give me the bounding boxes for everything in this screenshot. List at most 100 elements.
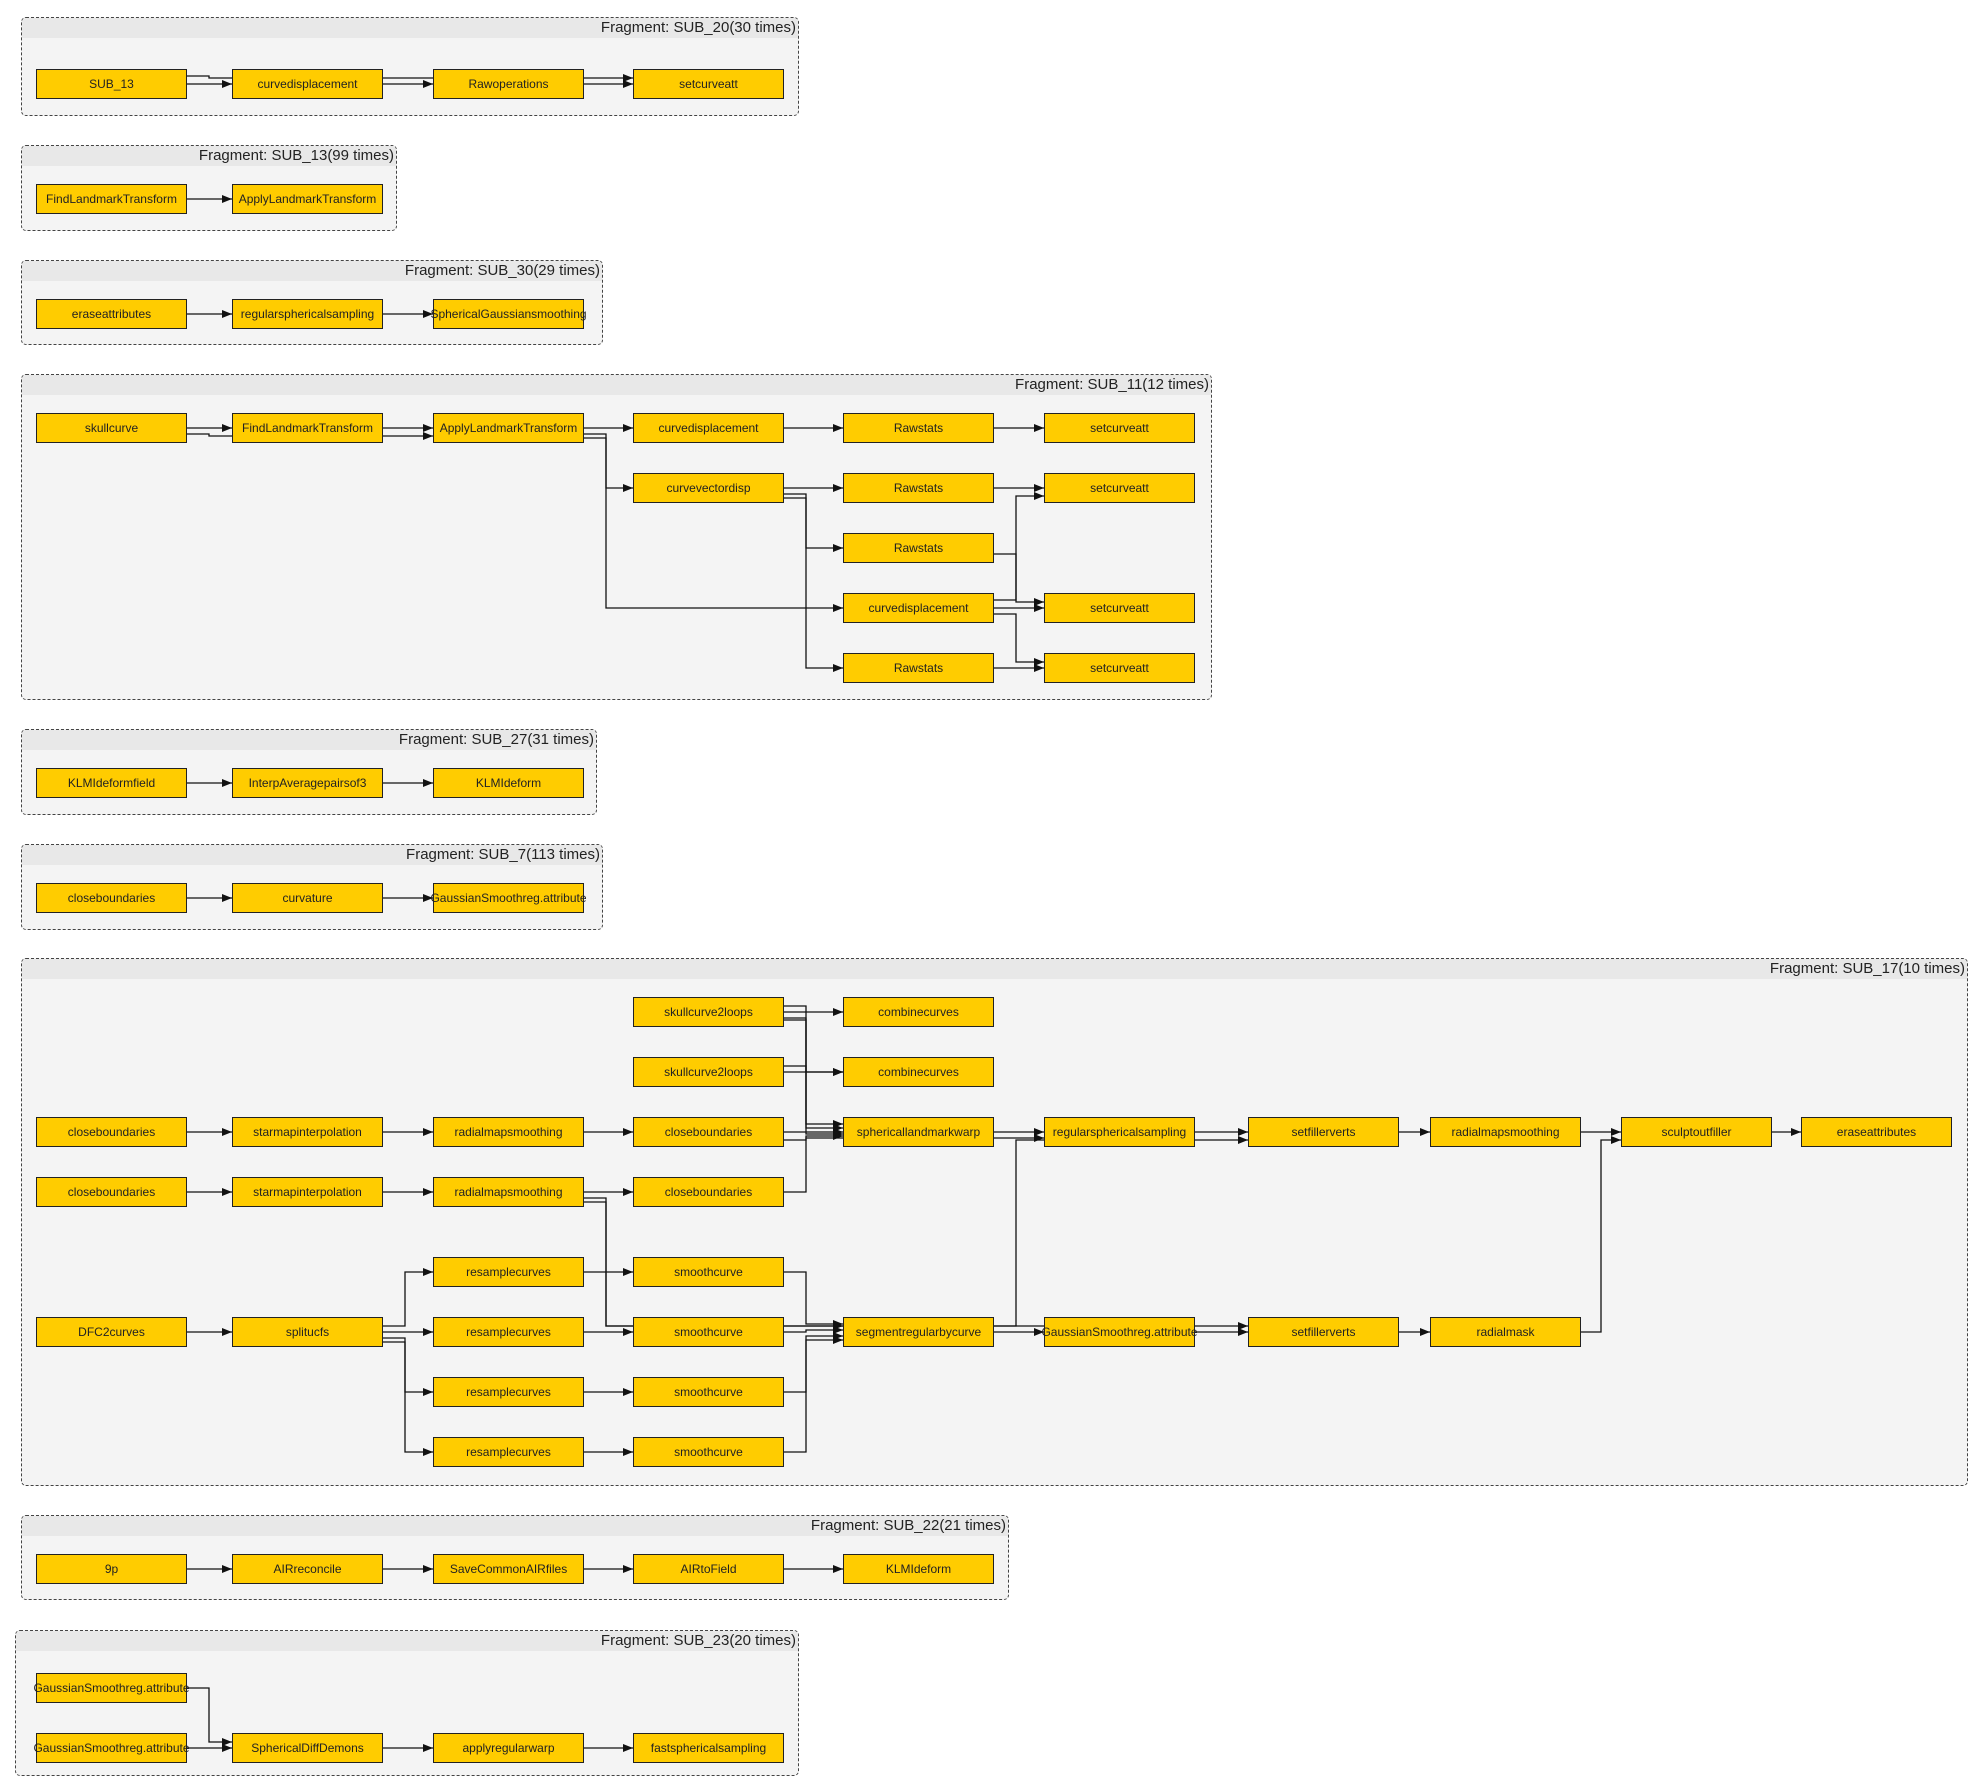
- workflow-node[interactable]: curvedisplacement: [232, 69, 383, 99]
- workflow-node[interactable]: skullcurve2loops: [633, 997, 784, 1027]
- workflow-node[interactable]: eraseattributes: [36, 299, 187, 329]
- node-label: smoothcurve: [674, 1265, 743, 1279]
- workflow-node[interactable]: KLMIdeformfield: [36, 768, 187, 798]
- workflow-node[interactable]: FindLandmarkTransform: [36, 184, 187, 214]
- workflow-node[interactable]: closeboundaries: [633, 1117, 784, 1147]
- fragment-header: [22, 845, 602, 865]
- node-label: skullcurve: [84, 421, 139, 435]
- workflow-node[interactable]: setfillerverts: [1248, 1317, 1399, 1347]
- node-label: SaveCommonAIRfiles: [449, 1562, 568, 1576]
- workflow-node[interactable]: SaveCommonAIRfiles: [433, 1554, 584, 1584]
- workflow-node[interactable]: Rawoperations: [433, 69, 584, 99]
- workflow-node[interactable]: 9p: [36, 1554, 187, 1584]
- node-label: KLMIdeformfield: [67, 776, 156, 790]
- node-label: starmapinterpolation: [253, 1125, 362, 1139]
- node-label: closeboundaries: [67, 1185, 156, 1199]
- node-label: setcurveatt: [1090, 481, 1149, 495]
- workflow-node[interactable]: skullcurve: [36, 413, 187, 443]
- fragment-sub-11: Fragment: SUB_11(12 times): [21, 374, 1212, 700]
- workflow-node[interactable]: DFC2curves: [36, 1317, 187, 1347]
- workflow-node[interactable]: fastsphericalsampling: [633, 1733, 784, 1763]
- workflow-node[interactable]: curvedisplacement: [843, 593, 994, 623]
- workflow-node[interactable]: closeboundaries: [36, 883, 187, 913]
- node-label: resamplecurves: [466, 1385, 551, 1399]
- workflow-node[interactable]: sculptoutfiller: [1621, 1117, 1772, 1147]
- workflow-node[interactable]: radialmapsmoothing: [433, 1117, 584, 1147]
- workflow-node[interactable]: setcurveatt: [1044, 593, 1195, 623]
- workflow-node[interactable]: starmapinterpolation: [232, 1117, 383, 1147]
- workflow-node[interactable]: radialmapsmoothing: [1430, 1117, 1581, 1147]
- node-label: AIRtoField: [680, 1562, 737, 1576]
- workflow-node[interactable]: setcurveatt: [1044, 653, 1195, 683]
- workflow-node[interactable]: resamplecurves: [433, 1257, 584, 1287]
- node-label: applyregularwarp: [462, 1741, 555, 1755]
- workflow-node[interactable]: radialmask: [1430, 1317, 1581, 1347]
- workflow-node[interactable]: segmentregularbycurve: [843, 1317, 994, 1347]
- workflow-node[interactable]: AIRreconcile: [232, 1554, 383, 1584]
- workflow-node[interactable]: closeboundaries: [633, 1177, 784, 1207]
- workflow-node[interactable]: curvevectordisp: [633, 473, 784, 503]
- workflow-node[interactable]: AIRtoField: [633, 1554, 784, 1584]
- node-label: curvature: [282, 891, 333, 905]
- workflow-node[interactable]: resamplecurves: [433, 1317, 584, 1347]
- workflow-node[interactable]: setcurveatt: [633, 69, 784, 99]
- node-label: AIRreconcile: [273, 1562, 342, 1576]
- node-label: closeboundaries: [67, 1125, 156, 1139]
- workflow-node[interactable]: radialmapsmoothing: [433, 1177, 584, 1207]
- workflow-node[interactable]: ApplyLandmarkTransform: [433, 413, 584, 443]
- workflow-node[interactable]: sphericallandmarkwarp: [843, 1117, 994, 1147]
- workflow-node[interactable]: InterpAveragepairsof3: [232, 768, 383, 798]
- workflow-node[interactable]: Rawstats: [843, 413, 994, 443]
- workflow-node[interactable]: SUB_13: [36, 69, 187, 99]
- node-label: skullcurve2loops: [664, 1005, 753, 1019]
- workflow-node[interactable]: resamplecurves: [433, 1437, 584, 1467]
- fragment-header: [22, 959, 1967, 979]
- workflow-node[interactable]: smoothcurve: [633, 1317, 784, 1347]
- workflow-node[interactable]: smoothcurve: [633, 1437, 784, 1467]
- workflow-node[interactable]: eraseattributes: [1801, 1117, 1952, 1147]
- node-label: smoothcurve: [674, 1325, 743, 1339]
- node-label: setcurveatt: [1090, 421, 1149, 435]
- workflow-node[interactable]: starmapinterpolation: [232, 1177, 383, 1207]
- node-label: 9p: [104, 1562, 119, 1576]
- workflow-node[interactable]: curvedisplacement: [633, 413, 784, 443]
- workflow-node[interactable]: SphericalDiffDemons: [232, 1733, 383, 1763]
- workflow-node[interactable]: Rawstats: [843, 473, 994, 503]
- workflow-node[interactable]: GaussianSmoothreg.attribute: [1041, 1317, 1198, 1347]
- workflow-node[interactable]: FindLandmarkTransform: [232, 413, 383, 443]
- workflow-node[interactable]: splitucfs: [232, 1317, 383, 1347]
- node-label: radialmapsmoothing: [454, 1125, 563, 1139]
- node-label: closeboundaries: [67, 891, 156, 905]
- workflow-node[interactable]: SphericalGaussiansmoothing: [430, 299, 587, 329]
- node-label: radialmapsmoothing: [454, 1185, 563, 1199]
- workflow-node[interactable]: KLMIdeform: [433, 768, 584, 798]
- workflow-node[interactable]: GaussianSmoothreg.attribute: [430, 883, 587, 913]
- node-label: Rawstats: [893, 541, 944, 555]
- workflow-node[interactable]: regularsphericalsampling: [232, 299, 383, 329]
- workflow-node[interactable]: smoothcurve: [633, 1377, 784, 1407]
- workflow-node[interactable]: resamplecurves: [433, 1377, 584, 1407]
- workflow-node[interactable]: skullcurve2loops: [633, 1057, 784, 1087]
- workflow-node[interactable]: KLMIdeform: [843, 1554, 994, 1584]
- node-label: fastsphericalsampling: [650, 1741, 767, 1755]
- node-label: GaussianSmoothreg.attribute: [430, 891, 587, 905]
- workflow-node[interactable]: setcurveatt: [1044, 473, 1195, 503]
- workflow-node[interactable]: combinecurves: [843, 997, 994, 1027]
- workflow-node[interactable]: ApplyLandmarkTransform: [232, 184, 383, 214]
- node-label: setfillerverts: [1291, 1125, 1356, 1139]
- workflow-node[interactable]: combinecurves: [843, 1057, 994, 1087]
- workflow-node[interactable]: GaussianSmoothreg.attribute: [33, 1733, 190, 1763]
- workflow-node[interactable]: smoothcurve: [633, 1257, 784, 1287]
- workflow-node[interactable]: setcurveatt: [1044, 413, 1195, 443]
- workflow-node[interactable]: closeboundaries: [36, 1117, 187, 1147]
- workflow-node[interactable]: GaussianSmoothreg.attribute: [33, 1673, 190, 1703]
- node-label: Rawoperations: [468, 77, 549, 91]
- workflow-node[interactable]: setfillerverts: [1248, 1117, 1399, 1147]
- workflow-node[interactable]: Rawstats: [843, 653, 994, 683]
- workflow-node[interactable]: regularsphericalsampling: [1044, 1117, 1195, 1147]
- workflow-node[interactable]: applyregularwarp: [433, 1733, 584, 1763]
- workflow-node[interactable]: curvature: [232, 883, 383, 913]
- node-label: ApplyLandmarkTransform: [439, 421, 578, 435]
- workflow-node[interactable]: Rawstats: [843, 533, 994, 563]
- workflow-node[interactable]: closeboundaries: [36, 1177, 187, 1207]
